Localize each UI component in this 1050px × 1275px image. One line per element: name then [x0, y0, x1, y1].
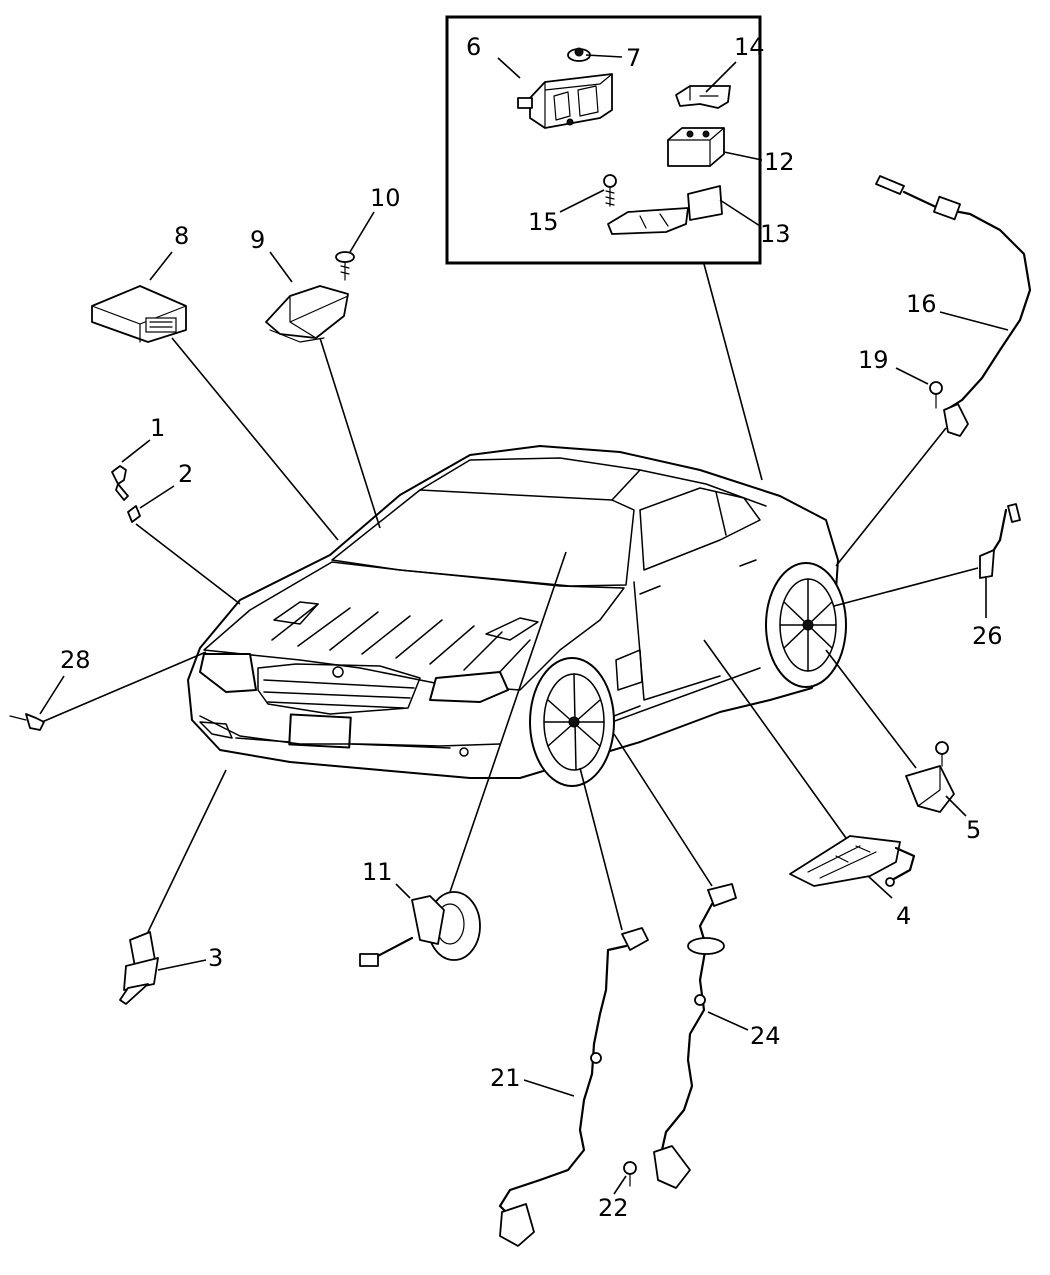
part-7-nut — [567, 47, 591, 62]
part-2-clip — [127, 505, 141, 523]
part-3-sensor — [119, 931, 159, 1005]
callout-labels: 6 7 14 12 13 15 8 9 10 1 2 28 3 11 4 5 2… — [60, 33, 1003, 1222]
callout-22: 22 — [598, 1194, 629, 1222]
leader-lines — [39, 54, 1009, 1195]
callout-7: 7 — [626, 44, 641, 72]
part-11-sender-unit — [359, 891, 481, 967]
callout-26: 26 — [972, 622, 1003, 650]
callout-10: 10 — [370, 184, 401, 212]
callout-9: 9 — [250, 226, 265, 254]
inset-detail-box — [445, 15, 762, 265]
front-wheel — [529, 657, 615, 787]
part-4-sensor-plate — [789, 835, 916, 887]
part-6-mount-bracket — [517, 73, 613, 129]
part-19-bolt — [929, 381, 943, 409]
callout-4: 4 — [896, 902, 911, 930]
callout-12: 12 — [764, 148, 795, 176]
callout-13: 13 — [760, 220, 791, 248]
part-14-cover — [675, 85, 731, 109]
callout-2: 2 — [178, 460, 193, 488]
callout-28: 28 — [60, 646, 91, 674]
callout-21: 21 — [490, 1064, 521, 1092]
callout-24: 24 — [750, 1022, 781, 1050]
callout-11: 11 — [362, 858, 393, 886]
part-13-bracket-plate — [607, 185, 723, 235]
part-26-sensor-wire — [979, 503, 1021, 579]
part-21-wheel-speed-sensor — [498, 927, 649, 1247]
callout-8: 8 — [174, 222, 189, 250]
part-8-control-module — [91, 285, 187, 343]
callout-3: 3 — [208, 944, 223, 972]
part-28-connector — [9, 713, 45, 731]
part-10-screw — [335, 251, 355, 281]
callout-16: 16 — [906, 290, 937, 318]
part-5-module — [905, 741, 955, 813]
rear-wheel — [765, 562, 847, 688]
callout-1: 1 — [150, 414, 165, 442]
callout-5: 5 — [966, 816, 981, 844]
part-1-sensor — [111, 465, 129, 501]
part-22-bolt — [623, 1161, 637, 1187]
part-16-sensor-wire — [875, 175, 1032, 437]
callout-6: 6 — [466, 33, 481, 61]
callout-19: 19 — [858, 346, 889, 374]
part-12-module — [667, 127, 725, 167]
part-24-wheel-speed-sensor — [653, 883, 737, 1189]
callout-14: 14 — [734, 33, 765, 61]
part-15-screw — [603, 174, 617, 207]
callout-15: 15 — [528, 208, 559, 236]
vehicle-body — [187, 445, 839, 779]
part-9-sensor-bracket — [265, 285, 349, 343]
